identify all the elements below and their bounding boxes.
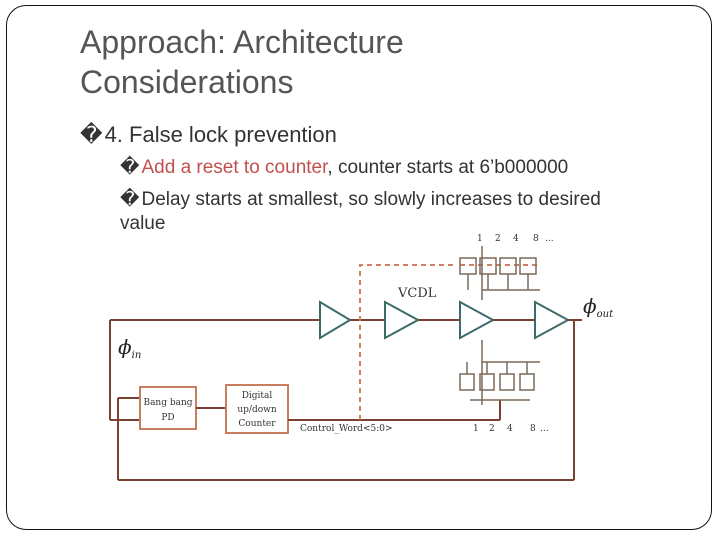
slide-frame — [6, 5, 712, 530]
counter-label-line1: Digital — [242, 391, 273, 401]
top-weight-8: 8 — [533, 234, 539, 244]
delay-cell-1 — [384, 300, 421, 340]
control-word-label: Control_Word<5:0> — [300, 424, 393, 434]
sub-bullet-marker: � — [120, 189, 140, 210]
bullet-text: 4. False lock prevention — [104, 122, 337, 147]
bottom-weight-1: 1 — [473, 424, 479, 434]
bottom-weight-more: ... — [540, 424, 549, 434]
control-dashed-line-top — [359, 264, 455, 420]
sub-bullet-text: Delay starts at smallest, so slowly incr… — [120, 189, 601, 232]
counter-block — [225, 384, 289, 434]
top-weight-more: ... — [545, 234, 554, 244]
sub-bullet-reset: �Add a reset to counter, counter starts … — [120, 156, 640, 180]
title-line-2: Considerations — [80, 64, 294, 100]
sub-bullet-marker: � — [120, 157, 140, 178]
pd-label-line2: PD — [161, 413, 174, 423]
bullet-false-lock: �4. False lock prevention — [80, 121, 337, 149]
title-line-1: Approach: Architecture — [80, 24, 404, 60]
top-weight-4: 4 — [513, 234, 519, 244]
reset-highlight-text: Add a reset to counter — [141, 157, 328, 178]
slide-title: Approach: Architecture Considerations — [80, 22, 640, 102]
bottom-weight-4: 4 — [507, 424, 513, 434]
counter-label-line3: Counter — [238, 419, 276, 429]
bullet-marker: � — [80, 122, 103, 147]
counter-label-line2: up/down — [237, 405, 276, 415]
pd-label-line1: Bang bang — [143, 398, 192, 408]
buffer-output — [534, 300, 571, 340]
buffer-input — [319, 300, 352, 340]
sub-bullet-text: , counter starts at 6’b000000 — [327, 157, 569, 178]
phi-in-label: ϕin — [118, 335, 141, 361]
bottom-weight-2: 2 — [489, 424, 495, 434]
phi-out-label: ϕout — [583, 294, 614, 320]
bottom-weight-8: 8 — [530, 424, 536, 434]
delay-cell-2 — [459, 300, 496, 340]
top-capacitor-bank — [459, 246, 540, 300]
top-weight-1: 1 — [477, 234, 483, 244]
sub-bullet-delay: �Delay starts at smallest, so slowly inc… — [120, 188, 640, 232]
bottom-capacitor-bank — [459, 340, 540, 405]
top-weight-2: 2 — [495, 234, 501, 244]
vcdl-label: VCDL — [397, 286, 437, 301]
